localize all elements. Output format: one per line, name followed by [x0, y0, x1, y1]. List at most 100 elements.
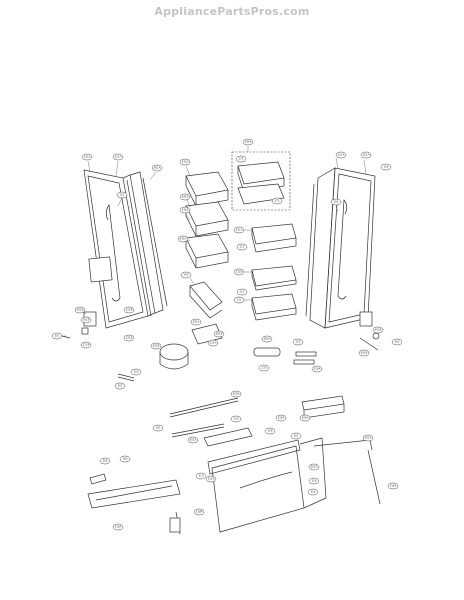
part-callout	[179, 193, 191, 201]
part-callout	[179, 206, 191, 214]
part-number-label: 305	[123, 457, 128, 461]
part-number-label: 241A	[182, 195, 189, 199]
part-callout	[230, 415, 242, 423]
part-callout	[112, 153, 124, 161]
part-callout	[335, 151, 347, 159]
dashed-assembly-box	[231, 151, 291, 211]
part-callout	[275, 414, 287, 422]
part-callout	[179, 158, 191, 166]
part-number-label: 221A	[210, 341, 217, 345]
part-callout	[358, 349, 370, 357]
part-number-label: 121A	[338, 153, 345, 157]
part-callout	[177, 235, 189, 243]
part-number-label: 243	[184, 273, 189, 277]
part-number-label: 231A	[236, 228, 243, 232]
part-callout	[99, 457, 111, 465]
part-number-label: 350A	[233, 392, 240, 396]
part-number-label: 310	[199, 474, 204, 478]
part-callout	[190, 318, 202, 326]
part-callout	[74, 306, 86, 314]
part-callout	[180, 271, 192, 279]
part-callout	[123, 334, 135, 342]
part-callout	[290, 432, 302, 440]
part-callout	[360, 151, 372, 159]
part-number-label: 231	[237, 298, 242, 302]
part-callout	[80, 341, 92, 349]
part-number-label: 318	[312, 479, 317, 483]
part-number-label: 271B	[83, 343, 90, 347]
part-number-label: 302A	[311, 465, 318, 469]
part-number-label: 121B	[126, 336, 133, 340]
part-number-label: 302	[118, 384, 123, 388]
part-callout	[261, 335, 273, 343]
part-callout	[193, 508, 205, 516]
part-callout	[112, 523, 124, 531]
part-number-label: 301B	[375, 328, 382, 332]
part-callout	[205, 475, 217, 483]
part-callout	[150, 342, 162, 350]
part-number-label: 302	[55, 334, 60, 338]
part-number-label: 231B	[236, 270, 243, 274]
part-callout	[271, 197, 283, 205]
part-callout	[233, 268, 245, 276]
part-number-label: 241B	[182, 208, 189, 212]
part-callout	[51, 332, 63, 340]
part-callout	[207, 339, 219, 347]
part-callout	[264, 427, 276, 435]
part-number-label: 301A	[365, 436, 372, 440]
part-number-label: 217	[240, 290, 245, 294]
part-callout	[230, 390, 242, 398]
part-number-label: 244A	[245, 140, 252, 144]
part-callout	[119, 455, 131, 463]
part-number-label: 320A	[314, 367, 321, 371]
part-number-label: 220	[296, 340, 301, 344]
part-number-label: 301	[294, 434, 299, 438]
part-callout	[130, 368, 142, 376]
part-callout	[114, 382, 126, 390]
part-callout	[116, 191, 128, 199]
part-number-label: 217	[240, 245, 245, 249]
part-callout	[81, 153, 93, 161]
freezer-drawer-assembly	[87, 395, 381, 535]
part-number-label: 271	[275, 199, 280, 203]
part-callout	[80, 316, 92, 324]
part-callout	[362, 434, 374, 442]
part-callout	[391, 338, 403, 346]
part-callouts: 101A 121A 261A 101 241A 241A 241B 241A 2…	[51, 138, 403, 531]
part-number-label: 106	[384, 165, 389, 169]
part-number-label: 271	[239, 157, 244, 161]
part-number-label: 301B	[83, 318, 90, 322]
part-callout	[308, 463, 320, 471]
part-number-label: 101	[120, 193, 125, 197]
part-callout	[236, 288, 248, 296]
part-callout	[330, 198, 342, 206]
part-callout	[372, 326, 384, 334]
part-callout	[258, 364, 270, 372]
watermark: AppliancePartsPros.com	[154, 5, 310, 18]
part-number-label: 300A	[302, 416, 309, 420]
part-number-label: 261A	[154, 166, 161, 170]
part-number-label: 330	[234, 417, 239, 421]
part-callout	[213, 330, 225, 338]
part-number-label: 281A	[193, 320, 200, 324]
part-callout	[187, 436, 199, 444]
part-number-label: 316	[311, 490, 316, 494]
part-callout	[311, 365, 323, 373]
part-callout	[292, 338, 304, 346]
part-number-label: 320	[134, 370, 139, 374]
part-number-label: 121A	[115, 155, 122, 159]
part-number-label: 302	[395, 340, 400, 344]
part-number-label: 320A	[278, 416, 285, 420]
door-bins-right	[251, 223, 297, 321]
part-number-label: 121B	[126, 308, 133, 312]
part-number-label: 101A	[84, 155, 91, 159]
right-door	[305, 167, 376, 329]
part-callout	[152, 424, 164, 432]
part-callout	[387, 482, 399, 490]
part-callout	[236, 243, 248, 251]
part-callout	[308, 477, 320, 485]
door-bins-left	[185, 171, 229, 319]
part-callout	[299, 414, 311, 422]
part-callout	[123, 306, 135, 314]
